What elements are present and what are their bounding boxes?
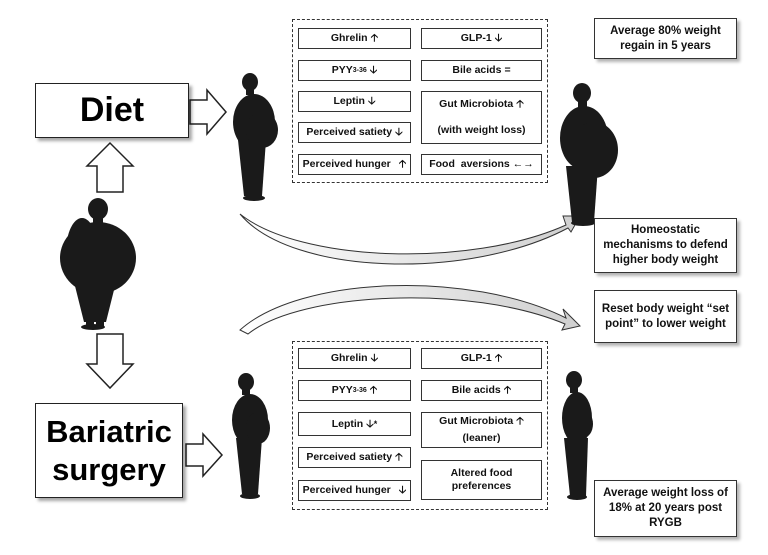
left-right-arrow-icon: ←→ xyxy=(512,158,534,170)
down-arrow-icon: 🡣 xyxy=(370,352,379,364)
surgery-label-box: Bariatric surgery xyxy=(35,403,183,498)
regain-note: Average 80% weight regain in 5 years xyxy=(594,18,737,59)
up-arrow-icon: 🡡 xyxy=(370,32,379,44)
down-arrow-icon: 🡣 xyxy=(366,417,374,430)
diet-curved-arrow xyxy=(239,213,581,265)
weight-loss-note: Average weight loss of 18% at 20 years p… xyxy=(594,480,737,537)
surgery-hunger-cell: Perceived hunger🡣 xyxy=(298,480,411,501)
surgery-curved-arrow xyxy=(239,285,581,335)
surgery-block-arrow xyxy=(185,432,224,478)
up-arrow-icon: 🡡 xyxy=(398,158,407,170)
surgery-figure-silhouette xyxy=(232,373,270,499)
homeostatic-note: Homeostatic mechanisms to defend higher … xyxy=(594,218,737,273)
diet-figure-silhouette xyxy=(233,73,278,201)
down-arrow-icon: 🡣 xyxy=(395,126,403,138)
diet-glp1-cell: GLP-1🡣 xyxy=(421,28,542,49)
up-arrow-icon: 🡡 xyxy=(503,384,512,396)
up-arrow-icon: 🡡 xyxy=(494,352,503,364)
surgery-bile-cell: Bile acids🡡 xyxy=(421,380,542,401)
surgery-glp1-cell: GLP-1🡡 xyxy=(421,348,542,369)
diet-block-arrow xyxy=(189,87,227,137)
diet-satiety-cell: Perceived satiety🡣 xyxy=(298,122,411,143)
diet-ghrelin-cell: Ghrelin🡡 xyxy=(298,28,411,49)
reset-setpoint-note: Reset body weight “set point” to lower w… xyxy=(594,290,737,343)
down-arrow-icon: 🡣 xyxy=(369,64,378,76)
surgery-leptin-cell: Leptin🡣* xyxy=(298,412,411,436)
regain-figure-silhouette xyxy=(560,83,618,226)
surgery-label-line1: Bariatric xyxy=(46,413,172,449)
center-obese-silhouette xyxy=(60,198,136,330)
up-arrow-icon: 🡡 xyxy=(369,384,378,396)
down-arrow-icon: 🡣 xyxy=(367,95,376,107)
diet-label: Diet xyxy=(79,91,145,129)
surgery-label-line2: surgery xyxy=(52,451,166,487)
up-block-arrow xyxy=(85,141,135,193)
equal-symbol: = xyxy=(504,64,511,76)
diet-aversions-cell: Food aversions←→ xyxy=(421,154,542,175)
surgery-satiety-cell: Perceived satiety🡡 xyxy=(298,447,411,468)
diet-label-box: Diet xyxy=(35,83,189,138)
down-block-arrow xyxy=(85,333,135,390)
down-arrow-icon: 🡣 xyxy=(398,484,407,496)
diet-microbiota-cell: Gut Microbiota🡡 (with weight loss) xyxy=(421,91,542,144)
diet-leptin-cell: Leptin🡣 xyxy=(298,91,411,112)
diet-hunger-cell: Perceived hunger🡡 xyxy=(298,154,411,175)
up-arrow-icon: 🡡 xyxy=(395,451,403,463)
surgery-microbiota-cell: Gut Microbiota🡡 (leaner) xyxy=(421,412,542,448)
up-arrow-icon: 🡡 xyxy=(516,415,524,427)
up-arrow-icon: 🡡 xyxy=(516,98,524,111)
surgery-preferences-cell: Altered food preferences xyxy=(421,460,542,500)
diet-bile-cell: Bile acids= xyxy=(421,60,542,81)
surgery-ghrelin-cell: Ghrelin🡣 xyxy=(298,348,411,369)
down-arrow-icon: 🡣 xyxy=(494,32,503,44)
lean-figure-silhouette xyxy=(562,371,593,500)
